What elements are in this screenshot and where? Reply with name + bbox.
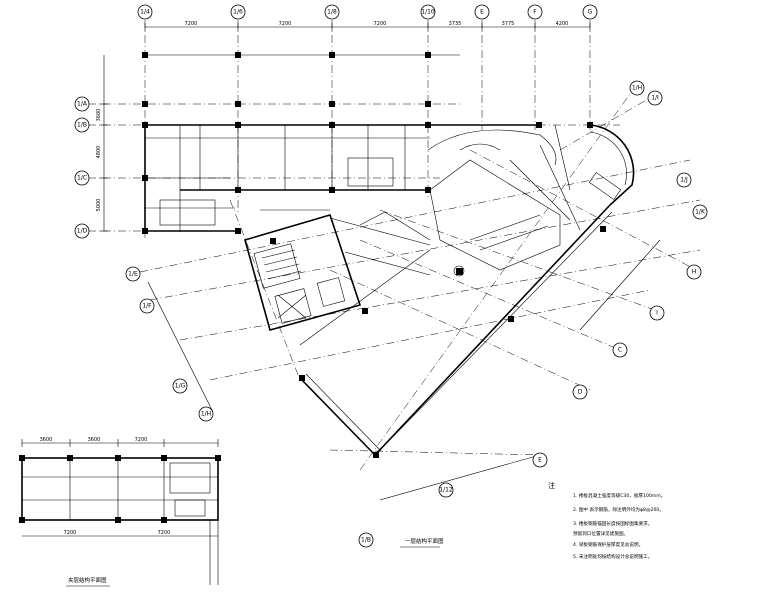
axis-label: E bbox=[480, 9, 484, 16]
left-dim-1: 3600 bbox=[96, 109, 102, 122]
top-dimension-line: 7200 7200 7200 3735 3775 4200 bbox=[144, 21, 591, 31]
axis-label: F bbox=[533, 9, 537, 16]
note-line: 4. 梁板钢筋保护层厚度见总说明。 bbox=[573, 541, 643, 548]
axis-label: 1/12 bbox=[439, 487, 453, 494]
axis-label: E bbox=[538, 457, 542, 464]
diagonal-axis-lines bbox=[139, 79, 701, 471]
bottom-axis-bubbles: 1/B 1/12 bbox=[358, 482, 454, 548]
note-line: 2. 图中 表示钢筋，除注明外均为φ8@200。 bbox=[573, 506, 664, 513]
main-plan-caption: 一层结构平面图 bbox=[400, 537, 444, 548]
axis-label: 1/J bbox=[680, 177, 688, 184]
top-dim-2: 7200 bbox=[279, 21, 292, 27]
axis-label: I bbox=[656, 310, 658, 317]
notes-heading: 注 bbox=[548, 481, 555, 490]
axis-label: 1/B bbox=[361, 537, 371, 544]
axis-label: 1/E bbox=[128, 271, 138, 278]
orthogonal-block bbox=[144, 54, 540, 232]
diagonal-dimension-line bbox=[147, 239, 661, 501]
note-line: 1. 楼板混凝土强度等级C30，板厚100mm。 bbox=[573, 492, 665, 499]
mezz-dim-1: 3600 bbox=[40, 437, 53, 443]
top-dim-1: 7200 bbox=[185, 21, 198, 27]
axis-label: C bbox=[618, 347, 622, 354]
mezz-dim-3: 7200 bbox=[135, 437, 148, 443]
axis-label: 1/6 bbox=[233, 9, 243, 16]
note-line: 5. 未注明处均按结构设计总说明施工。 bbox=[573, 553, 652, 560]
curved-wing bbox=[299, 124, 635, 456]
axis-label: 1/H bbox=[201, 411, 211, 418]
axis-label: 1/10 bbox=[421, 9, 435, 16]
axis-label: 1/C bbox=[77, 175, 87, 182]
axis-label: 1/F bbox=[142, 303, 152, 310]
axis-label: 1/D bbox=[77, 228, 88, 235]
notes: 注 1. 楼板混凝土强度等级C30，板厚100mm。 2. 图中 表示钢筋，除注… bbox=[548, 481, 665, 560]
mezz-dim-2: 3600 bbox=[88, 437, 101, 443]
axis-label: 1/B bbox=[77, 122, 87, 129]
axis-label: 1/4 bbox=[140, 9, 150, 16]
top-axis-bubbles: 1/4 1/6 1/8 1/10 E F G bbox=[137, 4, 598, 20]
axis-label: 1/8 bbox=[327, 9, 337, 16]
left-axis-bubbles: 1/A 1/B 1/C 1/D bbox=[74, 96, 90, 239]
note-line: 预留洞口位置详见建施图。 bbox=[573, 530, 628, 537]
axis-label: G bbox=[588, 9, 593, 16]
axis-label: 1/K bbox=[695, 209, 706, 216]
top-dim-3: 7200 bbox=[374, 21, 387, 27]
axis-label: 1/H bbox=[632, 85, 642, 92]
left-dim-2: 4800 bbox=[96, 146, 102, 159]
diagonal-axis-bubbles: 1/E 1/F 1/G 1/H bbox=[125, 266, 214, 422]
top-axis-lines bbox=[144, 20, 591, 240]
left-dim-3: 5000 bbox=[96, 199, 102, 212]
axis-label: 1/G bbox=[175, 383, 186, 390]
axis-label: 1/A bbox=[77, 101, 88, 108]
mezz-dim-4: 7200 bbox=[64, 530, 77, 536]
right-axis-bubbles: 1/H 1/I 1/J 1/K H I C D E bbox=[532, 80, 708, 468]
mezz-dim-5: 7200 bbox=[158, 530, 171, 536]
note-line: 3. 楼板钢筋锚固长度按国标图集要求。 bbox=[573, 520, 652, 527]
top-dim-6: 4200 bbox=[556, 21, 569, 27]
axis-label: H bbox=[692, 269, 697, 276]
top-dim-4: 3735 bbox=[449, 21, 462, 27]
small-caption: 夹层结构平面图 bbox=[68, 576, 107, 584]
mezzanine-plan: 3600 3600 7200 7200 7200 夹层结构平面图 bbox=[19, 437, 221, 587]
left-dimension-line: 3600 4800 5000 bbox=[96, 55, 108, 232]
main-caption: 一层结构平面图 bbox=[405, 537, 444, 545]
axis-label: D bbox=[578, 389, 583, 396]
stair-core bbox=[244, 214, 362, 331]
top-dim-5: 3775 bbox=[502, 21, 515, 27]
axis-label: 1/I bbox=[651, 95, 659, 102]
